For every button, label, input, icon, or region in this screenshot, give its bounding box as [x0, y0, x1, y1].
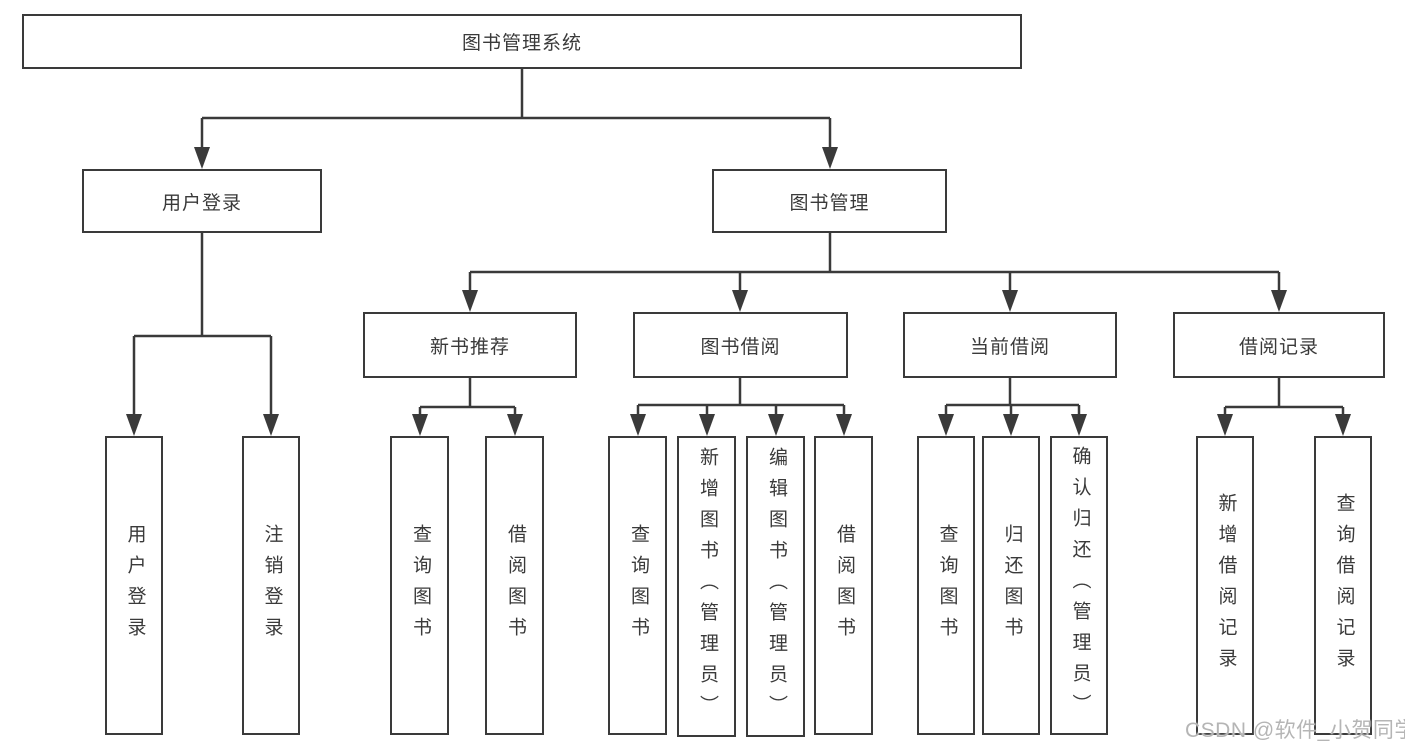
leaf-user-login: 用户登录 [105, 436, 163, 735]
node-user-login: 用户登录 [82, 169, 322, 233]
leaf-recommend-query-book: 查询图书 [390, 436, 449, 735]
leaf-add-borrow-record-label: 新增借阅记录 [1215, 492, 1237, 679]
node-new-book-recommend-label: 新书推荐 [429, 336, 510, 358]
watermark: CSDN @软件_小贺同学 [1185, 719, 1405, 742]
node-borrow-records-label: 借阅记录 [1238, 336, 1319, 358]
leaf-borrow-query-book: 查询图书 [608, 436, 667, 735]
leaf-confirm-return-admin-label: 确认归还（管理员） [1069, 446, 1091, 725]
leaf-confirm-return-admin: 确认归还（管理员） [1050, 436, 1108, 735]
leaf-return-book-label: 归还图书 [1001, 523, 1023, 648]
node-library-system-label: 图书管理系统 [461, 33, 582, 54]
leaf-user-login-label: 用户登录 [124, 523, 146, 648]
leaf-edit-book-admin: 编辑图书（管理员） [746, 436, 805, 737]
node-user-login-label: 用户登录 [161, 192, 242, 214]
node-library-system: 图书管理系统 [22, 14, 1022, 69]
node-book-management: 图书管理 [712, 169, 947, 233]
node-new-book-recommend: 新书推荐 [363, 312, 577, 378]
leaf-recommend-borrow-book-label: 借阅图书 [504, 523, 526, 648]
leaf-logout-login: 注销登录 [242, 436, 300, 735]
node-current-borrow-label: 当前借阅 [969, 336, 1050, 358]
leaf-current-query-book-label: 查询图书 [936, 523, 958, 648]
leaf-edit-book-admin-label: 编辑图书（管理员） [765, 447, 787, 726]
leaf-borrow-borrow-book: 借阅图书 [814, 436, 873, 735]
leaf-logout-login-label: 注销登录 [261, 523, 283, 648]
leaf-query-borrow-record-label: 查询借阅记录 [1333, 492, 1355, 679]
leaf-borrow-query-book-label: 查询图书 [627, 523, 649, 648]
leaf-query-borrow-record: 查询借阅记录 [1314, 436, 1372, 735]
node-book-borrow: 图书借阅 [633, 312, 848, 378]
leaf-add-borrow-record: 新增借阅记录 [1196, 436, 1254, 735]
node-borrow-records: 借阅记录 [1173, 312, 1385, 378]
node-current-borrow: 当前借阅 [903, 312, 1117, 378]
node-book-management-label: 图书管理 [789, 192, 870, 214]
leaf-return-book: 归还图书 [982, 436, 1040, 735]
node-book-borrow-label: 图书借阅 [700, 336, 781, 358]
leaf-current-query-book: 查询图书 [917, 436, 975, 735]
leaf-add-book-admin-label: 新增图书（管理员） [696, 447, 718, 726]
leaf-recommend-borrow-book: 借阅图书 [485, 436, 544, 735]
leaf-recommend-query-book-label: 查询图书 [409, 523, 431, 648]
leaf-borrow-borrow-book-label: 借阅图书 [833, 523, 855, 648]
leaf-add-book-admin: 新增图书（管理员） [677, 436, 736, 737]
